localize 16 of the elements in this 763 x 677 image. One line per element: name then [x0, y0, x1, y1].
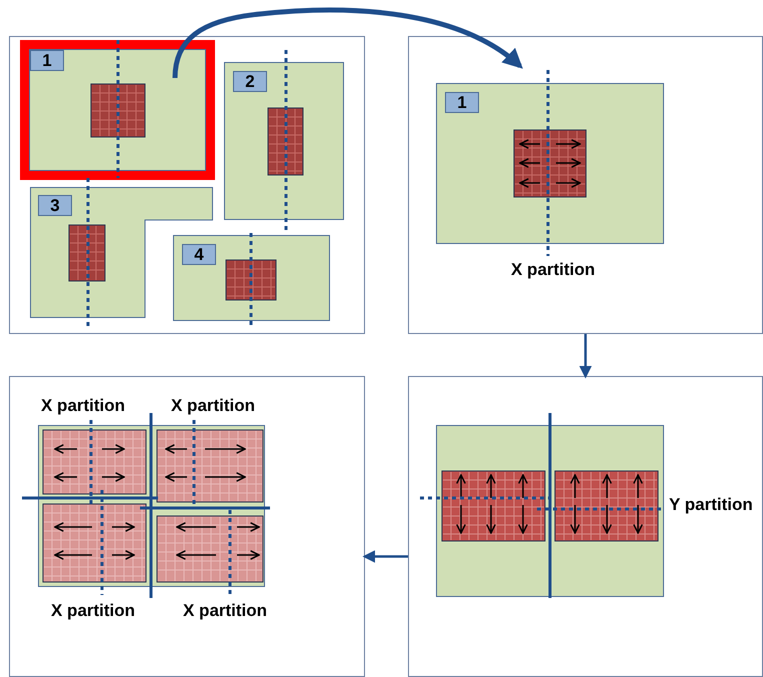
- partition-label: X partition: [50, 601, 136, 621]
- region-number: 2: [233, 71, 267, 92]
- partition-label: X partition: [182, 601, 268, 621]
- partition-label: X partition: [170, 396, 256, 416]
- partition-label: X partition: [40, 396, 126, 416]
- panel-frame: [408, 36, 763, 334]
- region-number: 1: [445, 92, 479, 113]
- arrow: [579, 334, 592, 378]
- region-number: 4: [182, 244, 216, 265]
- arrow: [172, 8, 524, 78]
- partition-label: X partition: [510, 260, 596, 280]
- panel-frame: [9, 36, 365, 334]
- region-number: 1: [30, 50, 64, 71]
- partition-label: Y partition: [668, 495, 754, 515]
- arrow: [362, 550, 408, 563]
- region-number: 3: [38, 195, 72, 216]
